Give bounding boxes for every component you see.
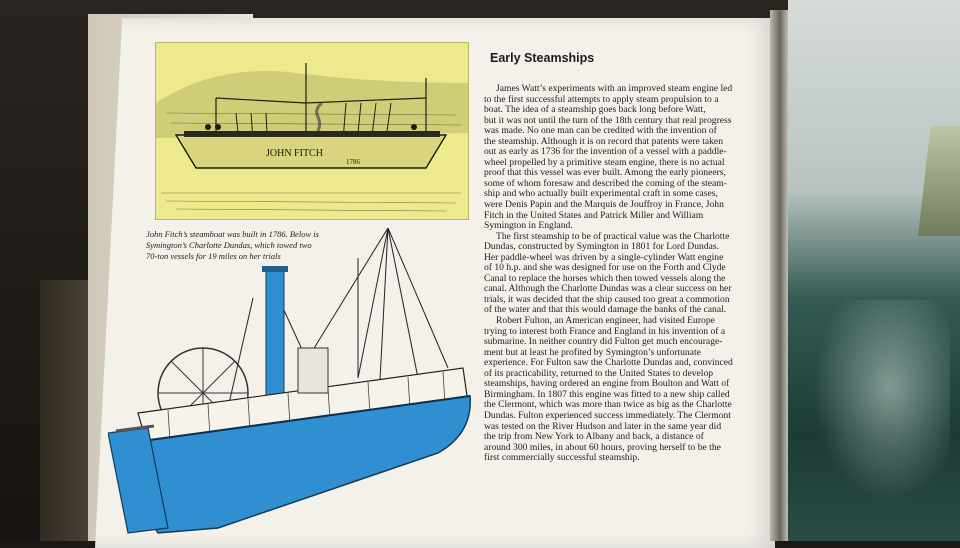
article-body: James Watt’s experiments with an improve… xyxy=(484,84,776,464)
caption-line: Symington’s Charlotte Dundas, which towe… xyxy=(146,240,312,250)
text-line: were Denis Papin and the Marquis de Jouf… xyxy=(484,200,724,211)
text-line: experience. For Fulton saw the Charlotte… xyxy=(484,358,733,369)
hull-name-text: JOHN FITCH xyxy=(266,148,323,159)
text-line: of 10 h.p. and she was designed for use … xyxy=(484,263,726,274)
text-line: ment but at least he profited by Symingt… xyxy=(484,347,701,358)
text-line: The first steamship to be of practical v… xyxy=(496,231,730,242)
text-line: Canal to replace the horses which then t… xyxy=(484,273,726,284)
text-line: Her paddle-wheel was driven by a single-… xyxy=(484,252,724,263)
caption-line: John Fitch’s steamboat was built in 1786… xyxy=(146,229,319,239)
text-line: canal. Although the Charlotte Dundas was… xyxy=(484,284,732,295)
caption-line: 70-ton vessels for 19 miles on her trial… xyxy=(146,251,281,261)
text-line: Fitch in the United States and Patrick M… xyxy=(484,210,704,221)
text-line: of its practicability, returned to the U… xyxy=(484,368,714,379)
text-line: submarine. In neither country did Fulton… xyxy=(484,337,723,348)
text-line: steamships, having ordered an engine fro… xyxy=(484,379,730,390)
text-line: to the first successful attempts to appl… xyxy=(484,94,719,105)
text-line: wheel propelled by a primitive steam eng… xyxy=(484,157,725,168)
text-line: Robert Fulton, an American engineer, had… xyxy=(496,316,715,327)
text-line: Symington in England. xyxy=(484,221,573,232)
text-line: trying to interest both France and Engla… xyxy=(484,326,726,337)
text-line: the Clermont, which was more than twice … xyxy=(484,400,732,411)
text-line: James Watt’s experiments with an improve… xyxy=(496,84,733,94)
text-line: the trip from New York to Albany and bac… xyxy=(484,432,704,443)
text-line: the steamship. Although it is on record … xyxy=(484,136,723,147)
text-line: ship and who actually built experimental… xyxy=(484,189,718,200)
fitch-steamboat-engraving: JOHN FITCH 1786 xyxy=(155,42,469,220)
text-line: out as early as 1736 for the invention o… xyxy=(484,147,727,158)
text-line: was tested on the River Hudson and later… xyxy=(484,421,722,432)
text-line: Birmingham. In 1807 this engine was fitt… xyxy=(484,389,730,400)
book-spine xyxy=(40,280,90,541)
text-line: of the water and that this would damage … xyxy=(484,305,727,316)
page-gutter xyxy=(770,10,790,541)
charlotte-dundas-illustration xyxy=(107,227,476,540)
text-line: proof that this vessel was ever built. A… xyxy=(484,168,726,179)
text-line: was made. No one man can be credited wit… xyxy=(484,126,717,137)
figure-caption: John Fitch’s steamboat was built in 1786… xyxy=(146,229,376,262)
text-line: Dundas. Fulton experienced success immed… xyxy=(484,410,731,421)
article-title: Early Steamships xyxy=(490,51,595,65)
text-line: some of whom foresaw and described the c… xyxy=(484,178,727,189)
hull-year-text: 1786 xyxy=(346,158,361,166)
text-line: boat. The idea of a steamship goes back … xyxy=(484,105,706,116)
text-line: around 300 miles, in about 60 hours, pro… xyxy=(484,442,721,453)
text-line: trials, it was decided that the ship cau… xyxy=(484,294,730,305)
sea-foam xyxy=(800,300,950,520)
text-line: first commercially successful steamship. xyxy=(484,453,640,464)
text-line: but it was not until the turn of the 18t… xyxy=(484,115,732,126)
text-line: Dundas, constructed by Symington in 1801… xyxy=(484,242,720,253)
